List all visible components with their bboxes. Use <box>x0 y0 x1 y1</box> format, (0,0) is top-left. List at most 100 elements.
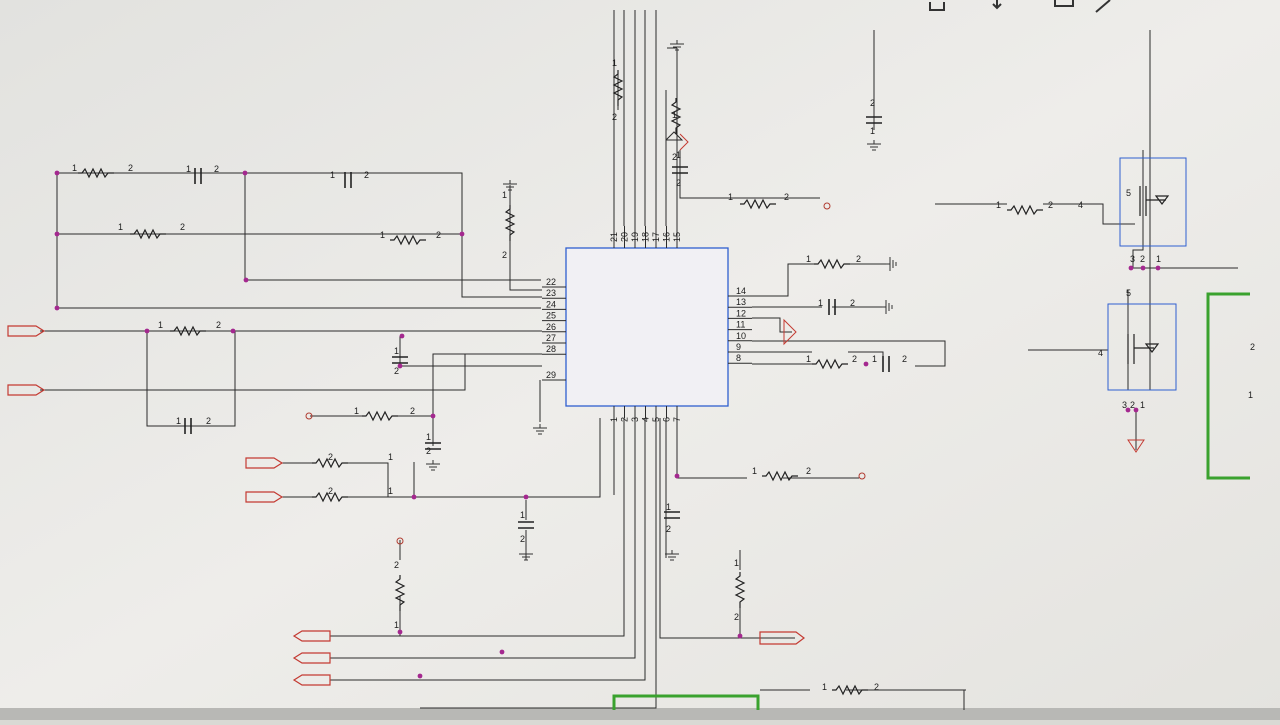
junction-dot <box>144 328 150 334</box>
pin-number: 1 <box>72 163 77 173</box>
mosfet-pq40 <box>1119 157 1187 247</box>
pin-number: 1 <box>354 406 359 416</box>
pin-number: 2 <box>502 250 507 260</box>
comment-icon[interactable] <box>1054 0 1074 7</box>
pin-5-number: 5 <box>651 417 661 422</box>
pin-number: 1 <box>806 354 811 364</box>
green-highlight-frame <box>612 694 760 710</box>
wire <box>679 150 820 199</box>
pin-number: 1 <box>1140 400 1145 410</box>
port-cpu-svid-dat <box>292 652 331 664</box>
pin-number: 1 <box>676 150 681 160</box>
capacitor-pc1254 <box>184 418 192 434</box>
junction-dot <box>230 328 236 334</box>
pin-number: 2 <box>214 164 219 174</box>
junction-dot <box>242 170 248 176</box>
capacitor-pc242 <box>425 442 441 450</box>
pin-number: 1 <box>752 466 757 476</box>
resistor-pr9332 <box>814 258 850 270</box>
toolbar-fragment <box>929 0 1111 13</box>
pin-number: 2 <box>676 178 681 188</box>
junction-dot <box>54 170 60 176</box>
capacitor-pc1172 <box>672 166 688 174</box>
resistor-pr47 <box>734 572 746 608</box>
pin-number: 5 <box>1126 188 1131 198</box>
pin-number: 2 <box>520 534 525 544</box>
fit-icon[interactable] <box>929 2 945 11</box>
pin-number: 3 <box>1122 400 1127 410</box>
capacitor-pc1153 <box>194 168 202 184</box>
pin-number: 1 <box>1248 390 1253 400</box>
mosfet-symbol <box>1127 334 1160 364</box>
wire <box>310 353 542 417</box>
power-terminal <box>858 472 866 480</box>
download-icon[interactable] <box>992 0 1002 10</box>
wire <box>330 418 625 637</box>
pin-29-number: 29 <box>546 370 556 380</box>
pin-number: 1 <box>394 620 399 630</box>
core-gnd-symbol <box>426 460 440 471</box>
pin-number: 1 <box>870 126 875 136</box>
wires <box>40 10 1238 710</box>
junction-dot <box>397 363 403 369</box>
pin-number: 1 <box>1156 254 1161 264</box>
core-gnd-symbol <box>665 550 679 561</box>
chip-body <box>565 247 729 407</box>
resistor-pr9402 <box>170 325 206 337</box>
mosfet-symbol <box>1139 186 1170 216</box>
wire <box>330 418 636 659</box>
pin-number: 2 <box>902 354 907 364</box>
wire <box>282 462 389 497</box>
pin-number: 2 <box>870 98 875 108</box>
resistor-pr9343 <box>312 457 348 469</box>
pin-number: 1 <box>330 170 335 180</box>
wire <box>665 131 684 141</box>
pin-27-number: 27 <box>546 333 556 343</box>
pin-number: 2 <box>874 682 879 692</box>
pin-number: 2 <box>216 320 221 330</box>
pin-4-number: 4 <box>641 417 651 422</box>
junction-dot <box>499 649 505 655</box>
pin-28-number: 28 <box>546 344 556 354</box>
junction-dot <box>863 361 869 367</box>
wire <box>752 263 886 297</box>
pin-number: 1 <box>388 452 393 462</box>
pin-14-number: 14 <box>736 286 746 296</box>
wire <box>752 340 946 367</box>
wire <box>330 418 646 681</box>
resistor-pr9342 <box>832 684 868 696</box>
junction-dot <box>430 413 436 419</box>
pin-number: 1 <box>806 254 811 264</box>
green-highlight-frame <box>1206 292 1250 480</box>
pin-number: 2 <box>1250 342 1255 352</box>
pin-number: 1 <box>158 320 163 330</box>
pin-number: 1 <box>426 432 431 442</box>
pin-number: 2 <box>734 612 739 622</box>
node-triangle <box>783 318 797 346</box>
pin-number: 2 <box>128 163 133 173</box>
pin-number: 1 <box>666 502 671 512</box>
junction-dot <box>1133 407 1139 413</box>
pin-22-number: 22 <box>546 277 556 287</box>
pin-number: 2 <box>328 452 333 462</box>
pin-number: 1 <box>186 164 191 174</box>
resistor-pr9146 <box>312 491 348 503</box>
pin-number: 2 <box>1048 200 1053 210</box>
pin-24-number: 24 <box>546 299 556 309</box>
wire <box>659 418 795 639</box>
pin-number: 2 <box>410 406 415 416</box>
pin-8-number: 8 <box>736 353 741 363</box>
pin-15-number: 15 <box>672 232 682 242</box>
pin-number: 1 <box>502 190 507 200</box>
pin-26-number: 26 <box>546 322 556 332</box>
pin-number: 1 <box>728 192 733 202</box>
port-vr-cpu-pwrok <box>759 631 805 645</box>
resistor-pr80 <box>812 358 848 370</box>
junction-dot <box>243 277 249 283</box>
pin-number: 1 <box>118 222 123 232</box>
pin-number: 2 <box>1140 254 1145 264</box>
pin-13-number: 13 <box>736 297 746 307</box>
pen-icon[interactable] <box>1095 0 1111 13</box>
